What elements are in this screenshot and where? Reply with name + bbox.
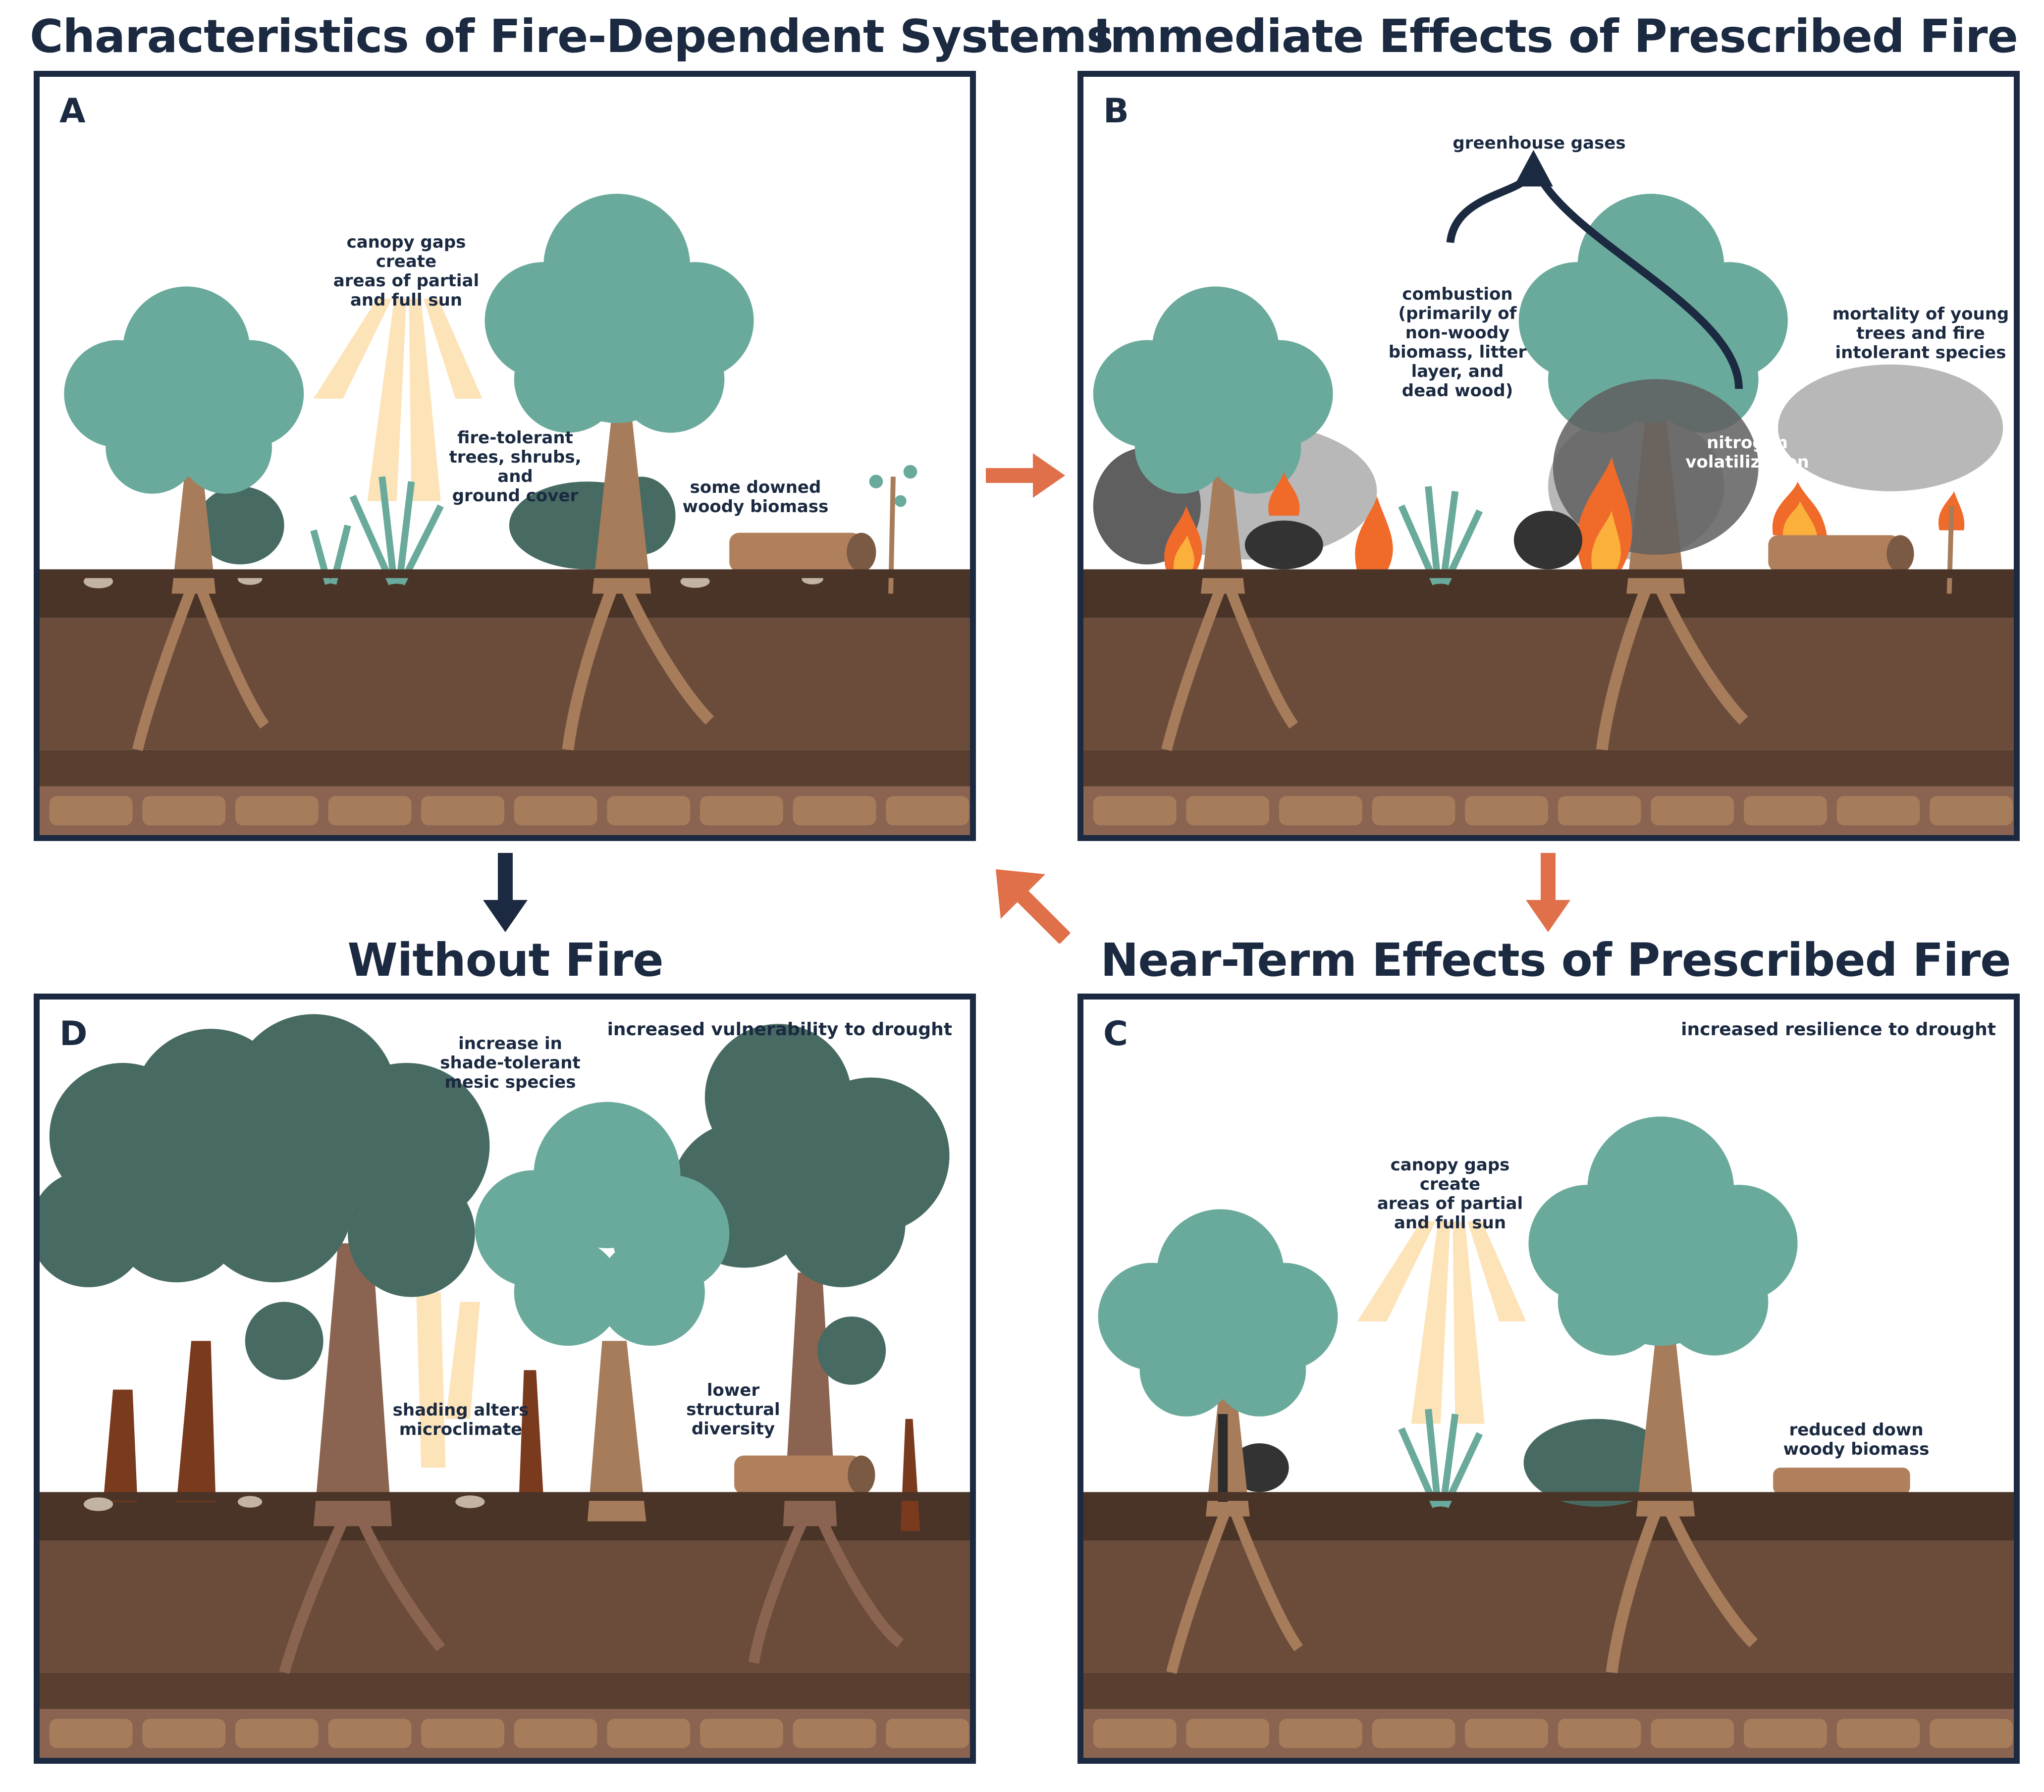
panel-a-scene	[40, 194, 970, 835]
panel-a: A canopy gaps create areas of partial an…	[34, 71, 976, 841]
arrow-b-to-c	[1526, 853, 1570, 932]
resilience-label: increased resilience to drought	[1681, 1019, 1996, 1040]
panel-b: B greenhouse gases combustion (primarily…	[1077, 71, 2020, 841]
vulnerability-label: increased vulnerability to drought	[607, 1019, 952, 1040]
heading-panel-b: Immediate Effects of Prescribed Fire	[1093, 10, 2018, 63]
panel-d-letter: D	[59, 1014, 88, 1054]
arrow-c-to-a	[996, 869, 1070, 944]
fire-tolerant-label: fire-tolerant trees, shrubs, and ground …	[449, 428, 582, 506]
structural-diversity-label: lower structural diversity	[686, 1380, 780, 1439]
combustion-label: combustion (primarily of non-woody bioma…	[1388, 284, 1527, 401]
panel-c: C increased resilience to drought canopy…	[1077, 994, 2020, 1764]
heading-panel-c: Near-Term Effects of Prescribed Fire	[1100, 934, 2011, 987]
sun-beams	[313, 298, 483, 501]
greenhouse-arrowhead	[1513, 150, 1553, 187]
heading-panel-a: Characteristics of Fire-Dependent System…	[30, 10, 1114, 63]
subsoil-layer	[40, 749, 970, 789]
tree-left	[64, 286, 304, 751]
canopy-gaps-label: canopy gaps create areas of partial and …	[333, 232, 480, 310]
shade-tolerant-label: increase in shade-tolerant mesic species	[440, 1034, 581, 1092]
shading-label: shading alters microclimate	[392, 1400, 529, 1439]
arrow-a-to-b	[986, 453, 1065, 498]
heading-panel-d: Without Fire	[347, 934, 663, 987]
arrow-a-to-d	[483, 853, 528, 932]
panel-d: D increased vulnerability to drought inc…	[34, 994, 976, 1764]
downed-log	[729, 532, 876, 572]
panel-a-letter: A	[59, 92, 86, 131]
panel-b-letter: B	[1103, 92, 1129, 131]
mortality-label: mortality of young trees and fire intole…	[1832, 304, 2009, 363]
nitrogen-volatilization-label: nitrogen volatilization	[1685, 433, 1809, 472]
reduced-biomass-label: reduced down woody biomass	[1783, 1420, 1930, 1459]
soil-layer	[40, 618, 970, 750]
panel-b-scene	[1083, 150, 2014, 835]
canopy-gaps-label-c: canopy gaps create areas of partial and …	[1377, 1155, 1523, 1233]
tree-right	[484, 194, 754, 751]
greenhouse-gases-label: greenhouse gases	[1452, 133, 1626, 153]
panel-c-scene	[1083, 1116, 2014, 1758]
panel-d-scene	[40, 1014, 970, 1758]
downed-biomass-label: some downed woody biomass	[682, 477, 829, 517]
panel-c-letter: C	[1103, 1014, 1128, 1054]
